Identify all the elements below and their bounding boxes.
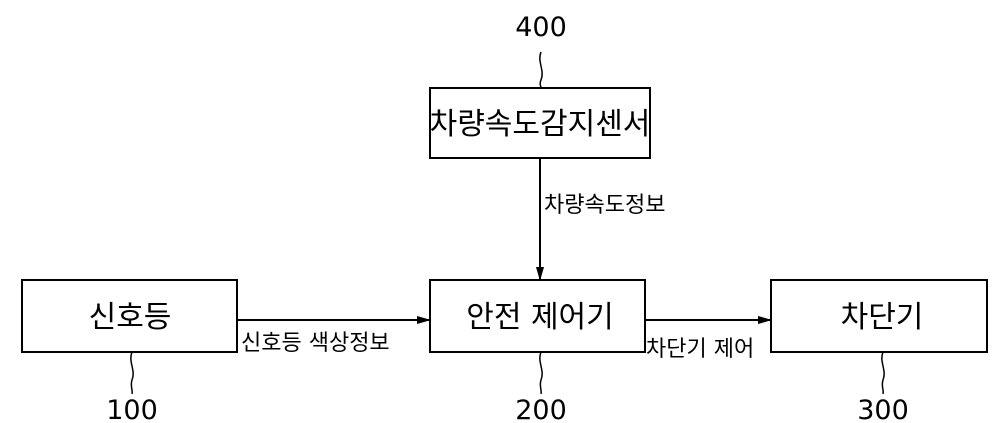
ref-200: 200 (515, 352, 567, 423)
safety-controller-label: 안전 제어기 (466, 300, 614, 335)
node-breaker: 차단기 (771, 280, 987, 352)
speed-info-label: 차량속도정보 (544, 193, 665, 218)
edge-breaker-control: 차단기 제어 (645, 320, 771, 362)
ref-100: 100 (106, 352, 158, 423)
node-safety-controller: 안전 제어기 (430, 280, 645, 352)
node-traffic-light: 신호등 (22, 280, 237, 352)
ref-label-100: 100 (106, 395, 158, 423)
ref-label-200: 200 (515, 395, 567, 423)
node-vehicle-speed-sensor: 차량속도감지센서 (430, 88, 651, 158)
ref-label-300: 300 (857, 395, 909, 423)
leader-line-100 (131, 352, 133, 394)
leader-line-400 (540, 52, 542, 88)
ref-300: 300 (857, 352, 909, 423)
leader-line-200 (540, 352, 542, 394)
breaker-label: 차단기 (841, 300, 924, 335)
sensor-label: 차량속도감지센서 (430, 107, 651, 142)
breaker-control-label: 차단기 제어 (646, 337, 754, 362)
edge-color-info: 신호등 색상정보 (237, 320, 430, 356)
color-info-label: 신호등 색상정보 (241, 331, 390, 356)
leader-line-300 (882, 352, 884, 394)
ref-400: 400 (515, 12, 567, 88)
edge-speed-info: 차량속도정보 (540, 158, 665, 280)
traffic-light-label: 신호등 (89, 300, 172, 335)
ref-label-400: 400 (515, 12, 567, 43)
